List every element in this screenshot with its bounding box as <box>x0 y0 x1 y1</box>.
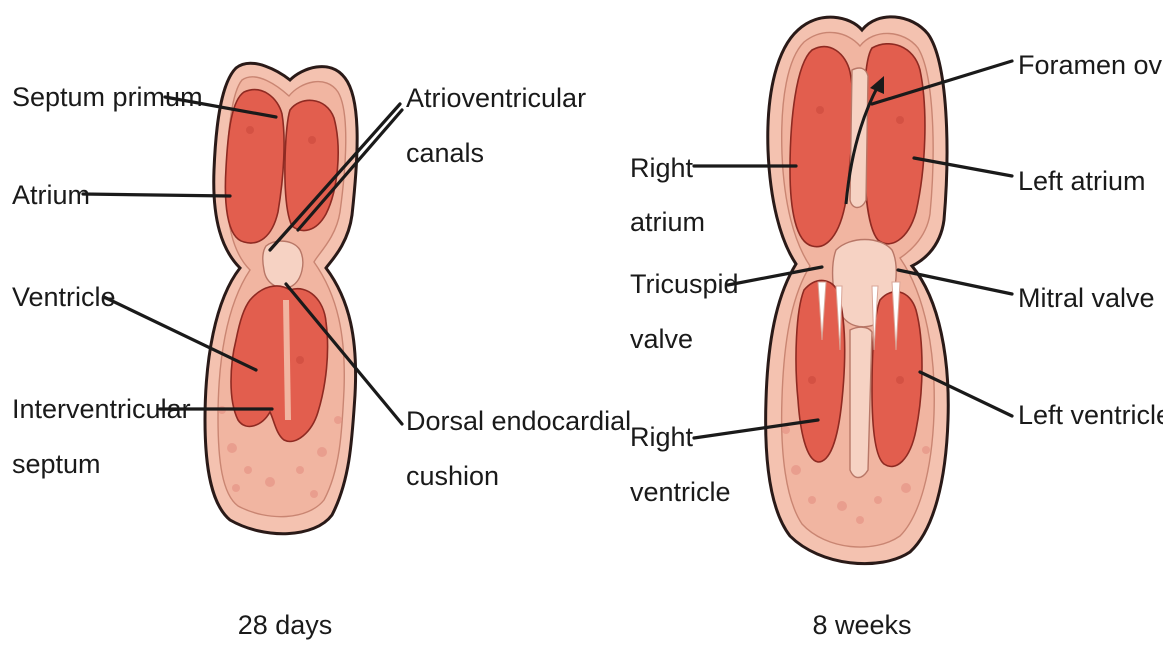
label-dorsal-line2: cushion <box>406 461 499 491</box>
label-right-atrium-line1: Right <box>630 153 694 183</box>
label-tricuspid-line1: Tricuspid <box>630 269 739 299</box>
label-left-ventricle: Left ventricle <box>1018 400 1163 430</box>
label-dorsal-line1: Dorsal endocardial <box>406 406 631 436</box>
label-left-atrium: Left atrium <box>1018 166 1146 196</box>
caption-28-days: 28 days <box>238 610 333 640</box>
label-ventricle: Ventricle <box>12 282 116 312</box>
heart-8-weeks-illustration <box>766 17 949 564</box>
caption-8-weeks: 8 weeks <box>812 610 911 640</box>
label-atrioventricular-line1: Atrioventricular <box>406 83 586 113</box>
label-foramen-ovale: Foramen ovale <box>1018 50 1163 80</box>
label-atrioventricular-line2: canals <box>406 138 484 168</box>
label-tricuspid-line2: valve <box>630 324 693 354</box>
label-right-atrium-line2: atrium <box>630 207 705 237</box>
heart-28-days-illustration <box>205 63 357 533</box>
label-right-ventricle-line2: ventricle <box>630 477 731 507</box>
label-interventricular-line2: septum <box>12 449 101 479</box>
label-interventricular-line1: Interventricular <box>12 394 191 424</box>
label-mitral-valve: Mitral valve <box>1018 283 1155 313</box>
label-atrium: Atrium <box>12 180 90 210</box>
label-right-ventricle-line1: Right <box>630 422 694 452</box>
leader-atrium <box>83 194 230 196</box>
label-septum-primum: Septum primum <box>12 82 203 112</box>
